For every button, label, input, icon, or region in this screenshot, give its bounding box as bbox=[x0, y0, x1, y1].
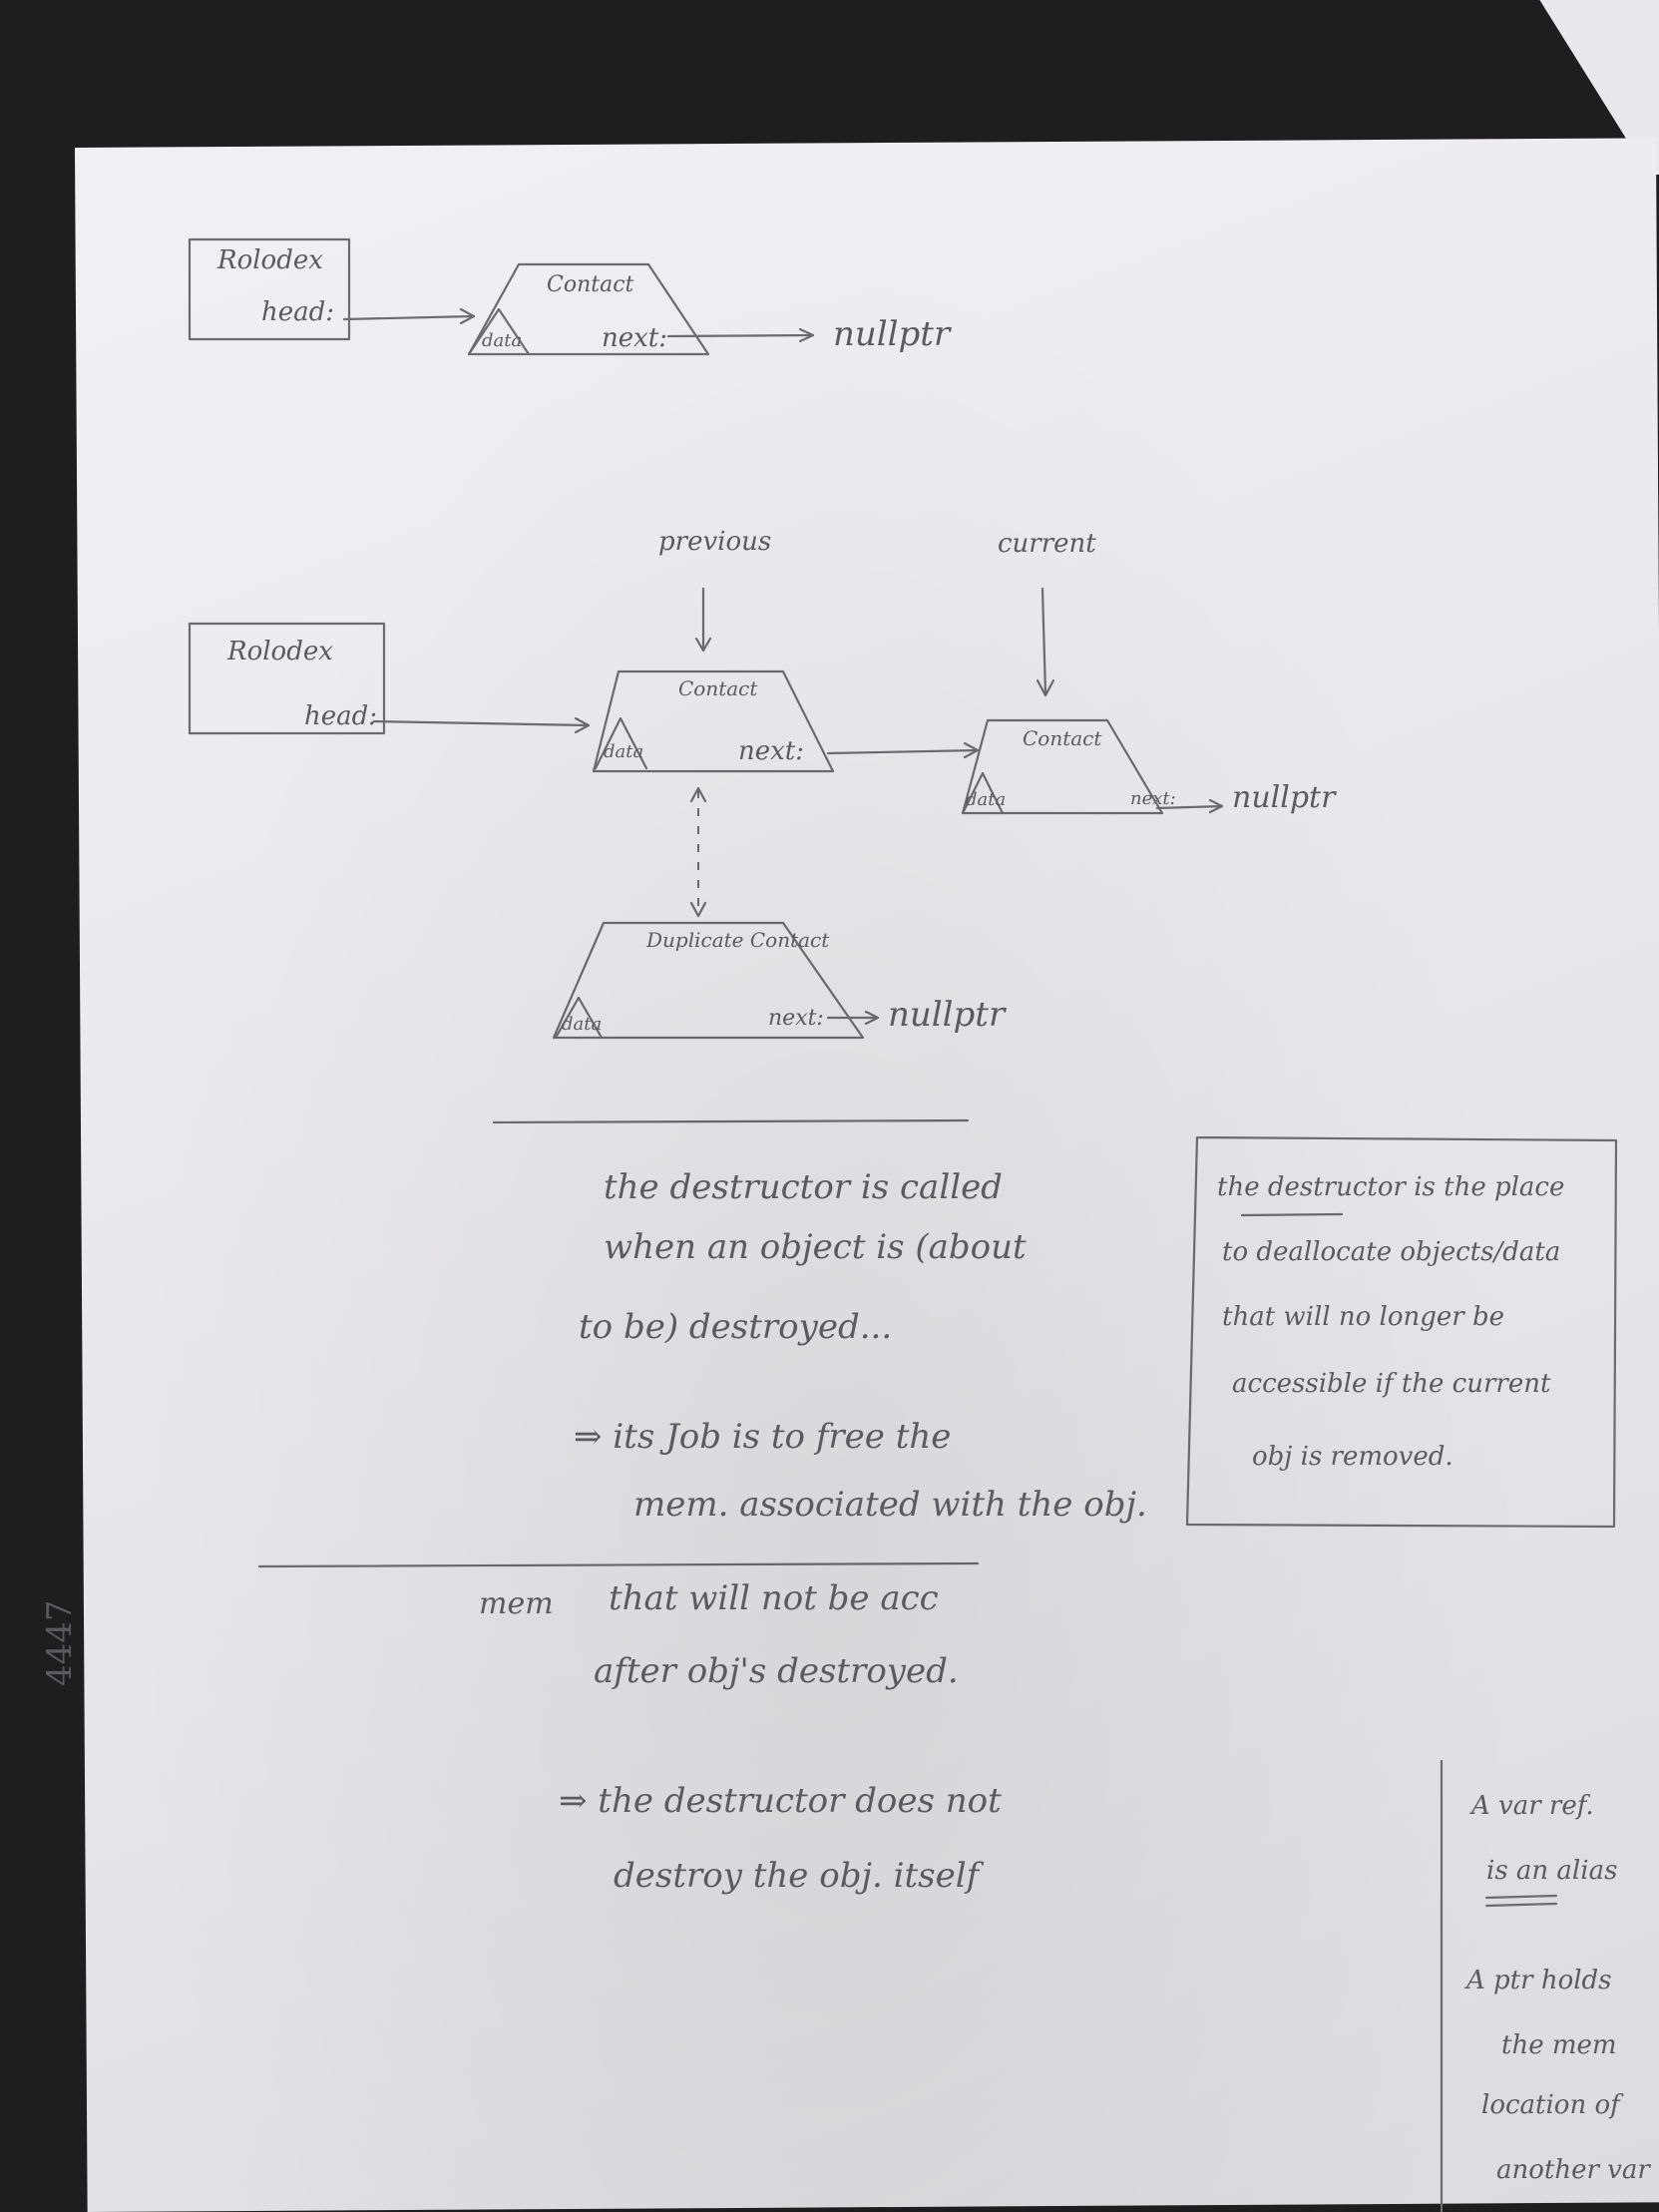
alias-underline-1 bbox=[1484, 1894, 1558, 1900]
margin-number: 4447 bbox=[40, 1599, 80, 1686]
next-arrowhead-a bbox=[963, 741, 980, 759]
note-line-3: to be) destroyed... bbox=[579, 1307, 893, 1347]
note-box bbox=[1185, 1135, 1618, 1529]
head-arrow-2 bbox=[372, 719, 591, 727]
nullptr-label-b: nullptr bbox=[1232, 780, 1336, 815]
head-arrowhead-2 bbox=[574, 716, 591, 734]
note-line-1: the destructor is called bbox=[604, 1167, 1003, 1207]
previous-label: previous bbox=[658, 527, 772, 557]
rule-top bbox=[492, 1118, 970, 1124]
dashed-arrowhead-down bbox=[689, 901, 707, 918]
destructor-underline bbox=[1240, 1212, 1344, 1217]
data-triangle-a bbox=[594, 716, 648, 770]
contact-label-1: Contact bbox=[547, 272, 634, 297]
next-label-1: next: bbox=[602, 323, 668, 353]
side-note-ref-1: A var ref. bbox=[1471, 1791, 1594, 1821]
data-label-b: data bbox=[966, 789, 1007, 810]
box-note-line-4: accessible if the current bbox=[1232, 1369, 1551, 1399]
contact-label-a: Contact bbox=[678, 676, 758, 700]
contact-node-1 bbox=[467, 262, 710, 356]
destructor-line-2: destroy the obj. itself bbox=[614, 1856, 980, 1896]
duplicate-contact-node bbox=[552, 921, 865, 1040]
data-label-a: data bbox=[604, 741, 644, 762]
contact-label-b: Contact bbox=[1023, 726, 1102, 750]
next-arrow-1 bbox=[666, 333, 815, 338]
note-line-2: when an object is (about bbox=[604, 1227, 1027, 1267]
mem-line-1: that will not be acc bbox=[609, 1578, 939, 1618]
next-arrowhead-b bbox=[1208, 798, 1224, 814]
rolodex-label-1: Rolodex bbox=[217, 245, 323, 275]
next-arrow-a bbox=[826, 748, 980, 755]
nullptr-label-1: nullptr bbox=[833, 314, 951, 354]
side-note-ptr-2: the mem bbox=[1501, 2030, 1617, 2060]
mem-prefix: mem bbox=[479, 1586, 554, 1621]
mem-line-2: after obj's destroyed. bbox=[594, 1651, 959, 1691]
rolodex-box-2 bbox=[188, 622, 386, 735]
data-triangle-1 bbox=[467, 307, 531, 356]
current-arrowhead bbox=[1036, 678, 1055, 697]
destructor-line-1: ⇒ the destructor does not bbox=[559, 1781, 1002, 1821]
next-arrowhead-dup bbox=[864, 1010, 880, 1026]
next-arrowhead-1 bbox=[798, 327, 815, 343]
side-note-ptr-3: location of bbox=[1481, 2090, 1620, 2120]
contact-node-b bbox=[961, 718, 1164, 815]
side-note-ptr-1: A ptr holds bbox=[1466, 1966, 1612, 1995]
next-label-a: next: bbox=[738, 736, 805, 766]
head-label-1: head: bbox=[261, 297, 335, 327]
box-note-line-3: that will no longer be bbox=[1222, 1302, 1505, 1332]
box-note-line-5: obj is removed. bbox=[1252, 1442, 1453, 1472]
rolodex-label-2: Rolodex bbox=[227, 637, 333, 666]
note-line-4: ⇒ its Job is to free the bbox=[574, 1417, 952, 1457]
side-note-ptr-4: another var bbox=[1496, 2155, 1650, 2185]
data-triangle-b bbox=[961, 771, 1005, 815]
nullptr-label-dup: nullptr bbox=[888, 995, 1006, 1035]
current-arrow bbox=[1040, 587, 1047, 695]
next-arrow-b bbox=[1155, 804, 1224, 810]
data-triangle-dup bbox=[554, 996, 604, 1040]
box-note-line-1: the destructor is the place bbox=[1217, 1172, 1565, 1202]
previous-arrowhead bbox=[694, 637, 712, 653]
data-label-dup: data bbox=[562, 1014, 603, 1035]
current-label: current bbox=[998, 529, 1096, 559]
head-label-2: head: bbox=[304, 701, 378, 731]
rule-mid bbox=[257, 1561, 980, 1568]
note-line-5: mem. associated with the obj. bbox=[633, 1485, 1147, 1525]
head-arrow-1 bbox=[342, 314, 476, 321]
data-label-1: data bbox=[482, 330, 523, 351]
duplicate-contact-label: Duplicate Contact bbox=[646, 928, 830, 952]
rolodex-box-1 bbox=[188, 237, 351, 341]
box-note-line-2: to deallocate objects/data bbox=[1222, 1237, 1561, 1267]
dashed-arrowhead-up bbox=[689, 786, 707, 803]
alias-underline-2 bbox=[1484, 1902, 1558, 1908]
head-arrowhead-1 bbox=[459, 307, 476, 325]
next-label-b: next: bbox=[1130, 788, 1176, 809]
next-label-dup: next: bbox=[768, 1006, 824, 1031]
side-note-ref-2: is an alias bbox=[1486, 1856, 1618, 1886]
contact-node-a bbox=[592, 669, 835, 773]
